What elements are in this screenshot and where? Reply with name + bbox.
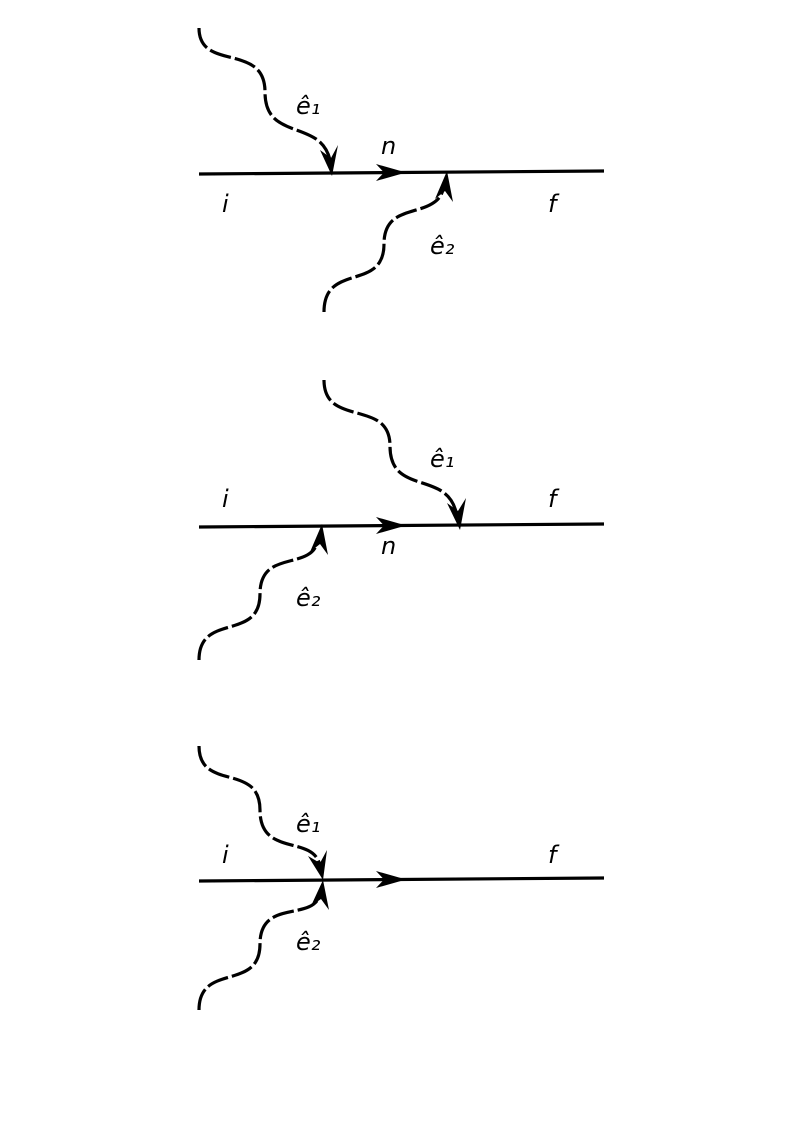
photon-1-polarization-label: ê₁	[296, 92, 320, 120]
diagram-1: i f n ê₁ ê₂	[197, 27, 605, 313]
intermediate-state-label: n	[381, 532, 396, 560]
photon-line-2	[197, 893, 322, 1011]
photon-line-1	[197, 745, 322, 867]
diagram-2: i f n ê₁ ê₂	[197, 379, 605, 661]
photon-1-vertex-arrow	[447, 498, 466, 530]
photon-2-vertex-arrow	[435, 171, 453, 202]
photon-line-1	[197, 27, 332, 161]
initial-state-label: i	[222, 190, 229, 218]
electron-direction-arrow	[376, 871, 406, 888]
photon-line-1	[322, 379, 458, 513]
photon-1-vertex-arrow	[308, 850, 327, 880]
final-state-label: f	[548, 190, 560, 218]
photon-1-polarization-label: ê₁	[430, 445, 454, 473]
photon-2-vertex-arrow	[311, 880, 329, 910]
photon-line-2	[197, 539, 320, 661]
photon-2-polarization-label: ê₂	[296, 928, 321, 956]
initial-state-label: i	[222, 841, 229, 869]
electron-direction-arrow	[376, 517, 406, 534]
photon-2-polarization-label: ê₂	[296, 584, 321, 612]
initial-state-label: i	[222, 485, 229, 513]
photon-line-2	[322, 185, 446, 313]
electron-direction-arrow	[376, 164, 406, 181]
final-state-label: f	[548, 841, 560, 869]
photon-2-vertex-arrow	[310, 524, 328, 555]
intermediate-state-label: n	[381, 132, 396, 160]
photon-2-polarization-label: ê₂	[430, 232, 455, 260]
final-state-label: f	[548, 485, 560, 513]
diagram-3: i f ê₁ ê₂	[197, 745, 605, 1011]
photon-1-polarization-label: ê₁	[296, 810, 320, 838]
photon-1-vertex-arrow	[320, 145, 338, 176]
